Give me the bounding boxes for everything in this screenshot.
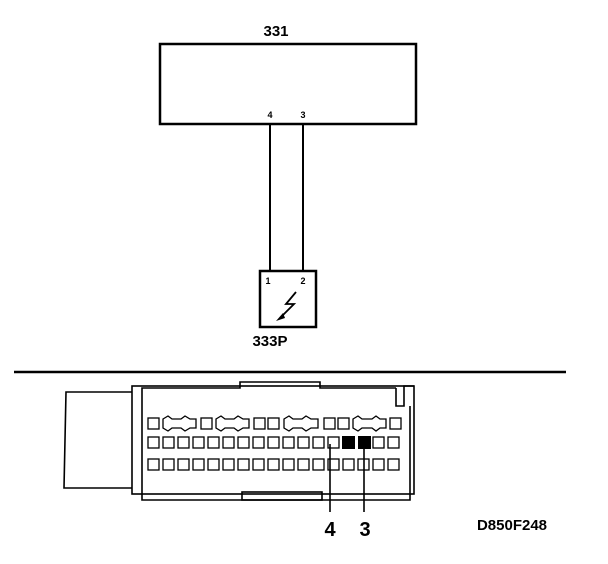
sensor-pin-2-label: 2 — [300, 276, 305, 286]
connector-pin-4-highlight — [342, 436, 355, 449]
callout-label-pin-4: 4 — [324, 519, 336, 541]
sensor-label: 333P — [252, 333, 287, 350]
knock-sensor-symbol-icon — [276, 291, 297, 321]
connector-drawing — [63, 381, 415, 501]
ecu-box — [158, 42, 418, 126]
figure-id: D850F248 — [477, 517, 547, 534]
sensor-pin-1-label: 1 — [265, 276, 270, 286]
sensor-box — [258, 269, 318, 329]
connector-row-3 — [147, 458, 400, 471]
callout-label-pin-3: 3 — [359, 519, 370, 541]
connector-row-1 — [147, 415, 402, 432]
ecu-pin-3-label: 3 — [300, 110, 305, 120]
connector-pin-3-highlight — [358, 436, 371, 449]
ecu-label: 331 — [263, 23, 288, 40]
ecu-pin-4-label: 4 — [267, 110, 272, 120]
connector-row-2 — [147, 436, 400, 449]
